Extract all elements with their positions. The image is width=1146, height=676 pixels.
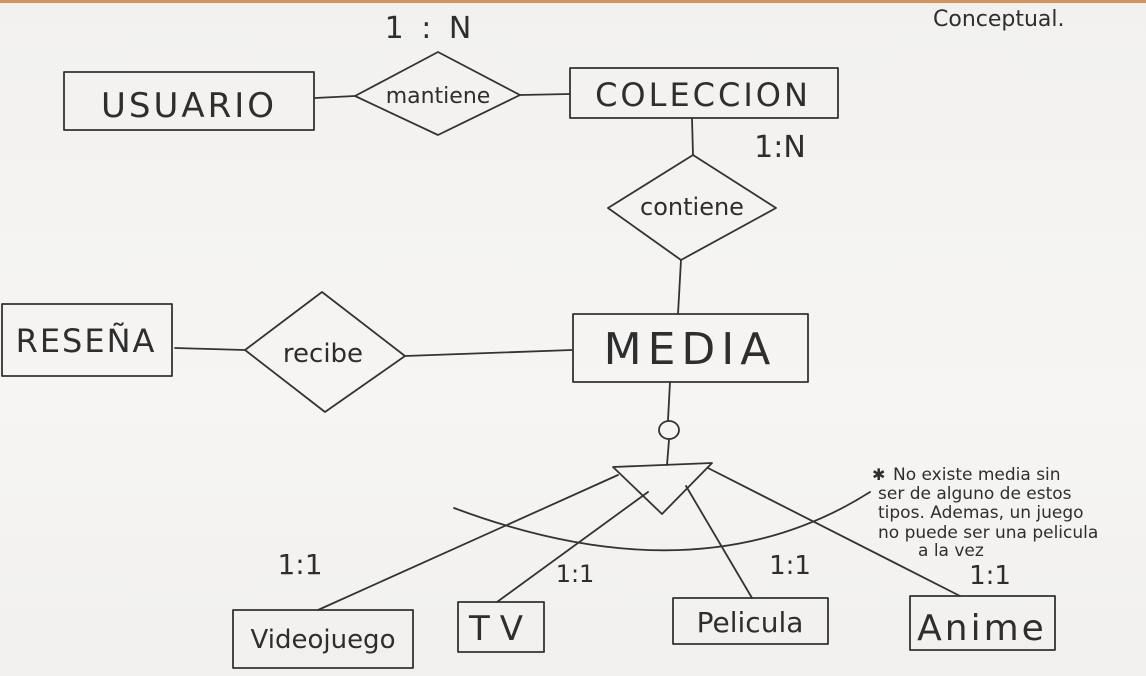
line-usuario-mantiene — [314, 95, 356, 99]
cardinality-anime: 1:1 — [969, 561, 1011, 591]
note-line-2: ser de alguno de estos — [878, 484, 1072, 504]
entity-coleccion-label: COLECCION — [595, 76, 811, 114]
relationship-mantiene-diamond — [354, 51, 521, 136]
entity-usuario-box — [63, 71, 315, 131]
entity-coleccion-box — [569, 67, 839, 119]
diagram-title: Conceptual. — [933, 7, 1065, 32]
constraint-note: ✱ No existe media sin ser de alguno de e… — [872, 465, 1098, 561]
cardinality-tv: 1:1 — [556, 560, 595, 588]
specialization-triangle — [612, 462, 713, 515]
line-triangle-pelicula — [685, 485, 753, 599]
note-line-3: tipos. Ademas, un juego — [878, 503, 1084, 523]
note-line-4: no puede ser una pelicula — [878, 523, 1098, 543]
entity-anime: Anime — [909, 595, 1056, 651]
entity-videojuego-box — [232, 609, 414, 669]
line-recibe-media — [404, 349, 573, 357]
line-circle-triangle — [666, 439, 670, 466]
line-mantiene-coleccion — [519, 93, 571, 96]
relationship-mantiene-label: mantiene — [386, 84, 491, 109]
specialization-disjoint — [612, 420, 713, 515]
note-asterisk: ✱ — [872, 465, 885, 484]
entity-coleccion: COLECCION — [569, 67, 839, 119]
relationship-contiene: contiene — [607, 154, 777, 261]
entity-videojuego: Videojuego — [232, 609, 414, 669]
entity-tv-box — [457, 601, 545, 653]
relationship-mantiene: mantiene — [354, 51, 521, 136]
entity-anime-box — [909, 595, 1056, 651]
line-resena-recibe — [174, 347, 246, 351]
note-line-1: No existe media sin — [893, 465, 1061, 485]
entity-resena: RESEÑA — [1, 303, 173, 377]
entity-tv: TV — [457, 601, 545, 653]
relationship-contiene-diamond — [607, 154, 777, 261]
entity-pelicula: Pelicula — [672, 597, 829, 645]
cardinality-videojuego: 1:1 — [277, 548, 322, 581]
relationship-contiene-label: contiene — [640, 193, 744, 221]
entity-media: MEDIA — [572, 313, 809, 383]
line-coleccion-contiene — [691, 117, 694, 156]
line-triangle-tv — [496, 491, 649, 603]
line-triangle-videojuego — [317, 474, 619, 611]
cardinality-contiene: 1:N — [754, 130, 806, 165]
entity-pelicula-box — [672, 597, 829, 645]
cardinality-pelicula: 1:1 — [769, 551, 811, 581]
entity-resena-box — [1, 303, 173, 377]
relationship-recibe: recibe — [244, 291, 406, 413]
entity-usuario-label: USUARIO — [101, 86, 277, 126]
entity-usuario: USUARIO — [63, 71, 315, 131]
line-contiene-media — [677, 259, 682, 315]
entity-media-label: MEDIA — [604, 324, 777, 375]
cardinality-mantiene: 1 : N — [385, 11, 476, 46]
disjoint-circle — [658, 420, 680, 440]
entity-anime-label: Anime — [917, 608, 1047, 649]
line-media-circle — [667, 381, 671, 421]
entity-tv-label: TV — [468, 609, 533, 649]
line-triangle-anime — [707, 467, 961, 597]
entity-videojuego-label: Videojuego — [251, 625, 396, 655]
constraint-arc — [453, 491, 871, 552]
entity-pelicula-label: Pelicula — [697, 606, 804, 639]
relationship-recibe-label: recibe — [283, 339, 363, 369]
entity-media-box — [572, 313, 809, 383]
relationship-recibe-diamond — [244, 291, 406, 413]
entity-resena-label: RESEÑA — [16, 322, 157, 360]
note-line-5: a la vez — [918, 541, 984, 561]
